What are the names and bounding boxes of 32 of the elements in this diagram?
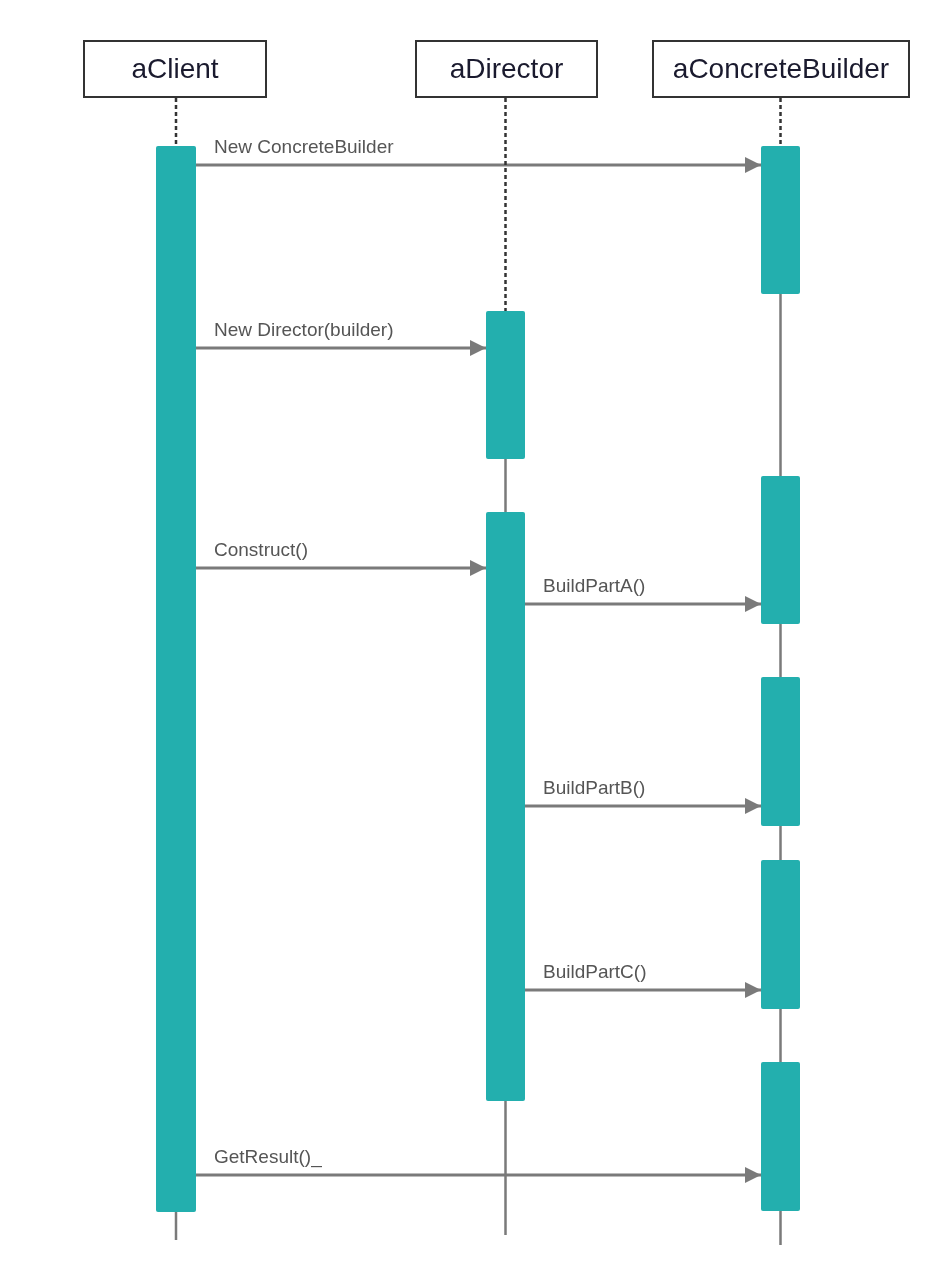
- lifeline: [504, 1101, 507, 1235]
- lifeline: [779, 294, 782, 476]
- activation-bar: [486, 311, 525, 459]
- lifeline: [779, 98, 782, 146]
- lifeline-header-box: [83, 40, 267, 98]
- message-arrow: [196, 339, 486, 357]
- activation-bar: [156, 146, 196, 1212]
- message-arrow: [525, 981, 761, 999]
- lifeline: [504, 98, 507, 311]
- message-arrow: [196, 559, 486, 577]
- lifeline: [504, 459, 507, 512]
- lifeline: [779, 1211, 782, 1245]
- message-arrow: [196, 156, 761, 174]
- activation-bar: [761, 1062, 800, 1211]
- activation-bar: [761, 677, 800, 826]
- participant-name: aClient: [131, 53, 219, 85]
- activation-bar: [486, 512, 525, 1101]
- activation-bar: [761, 146, 800, 294]
- message-arrow: [525, 797, 761, 815]
- activation-bar: [761, 860, 800, 1009]
- participant-name: aConcreteBuilder: [672, 53, 890, 85]
- message-arrow: [525, 595, 761, 613]
- lifeline-header-box: [415, 40, 598, 98]
- lifeline: [779, 624, 782, 677]
- message-arrow: [196, 1166, 761, 1184]
- participant-name: aDirector: [449, 53, 564, 85]
- lifeline: [779, 1009, 782, 1062]
- lifeline: [174, 98, 178, 146]
- lifeline: [779, 826, 782, 860]
- lifeline: [174, 1212, 178, 1240]
- activation-bar: [761, 476, 800, 624]
- lifeline-header-box: [652, 40, 910, 98]
